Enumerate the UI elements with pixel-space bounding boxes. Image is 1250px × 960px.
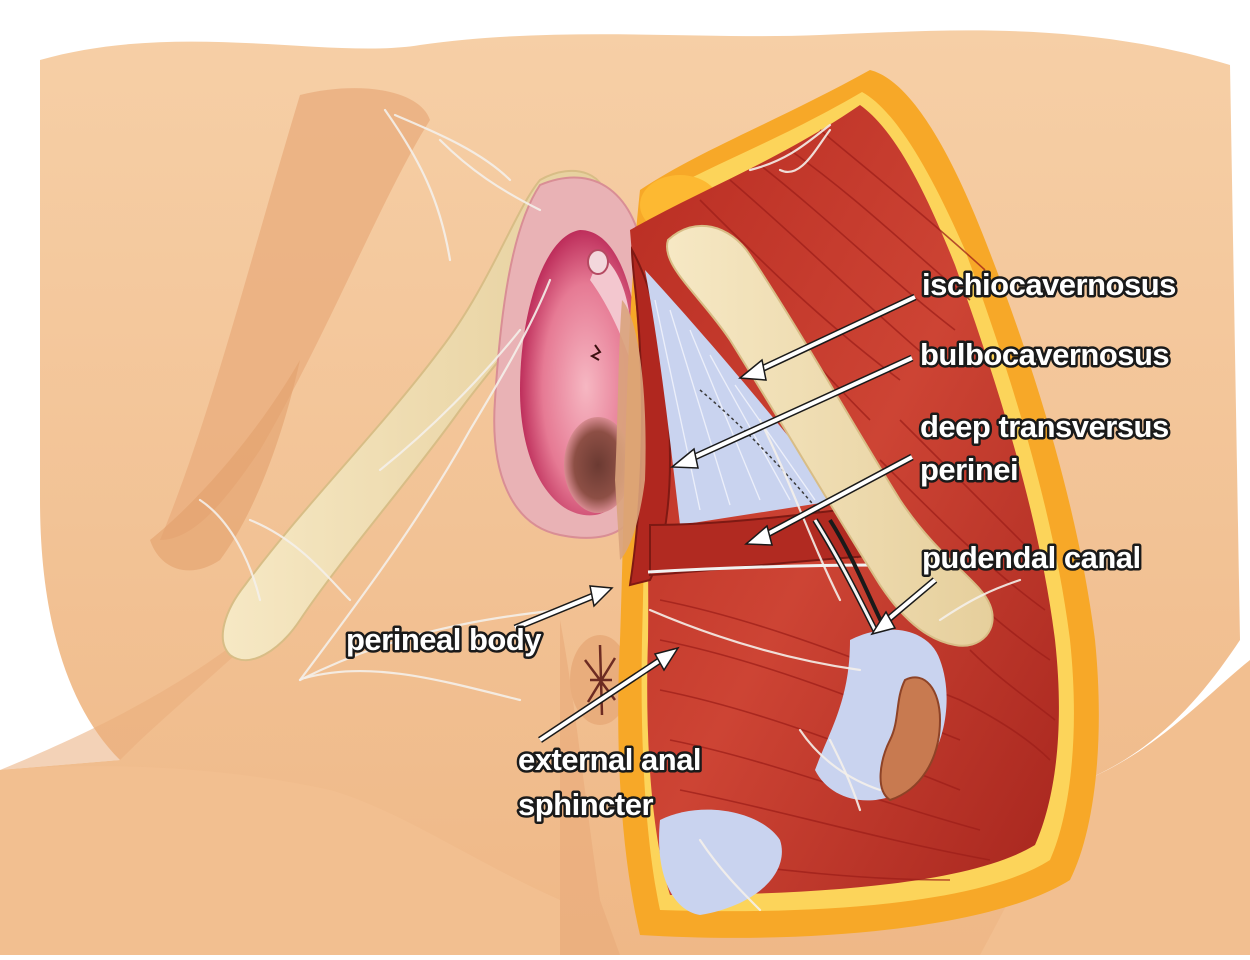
arrow-ischiocavernosus — [738, 293, 917, 381]
label-ischiocavernosus: ischiocavernosus — [922, 267, 1176, 302]
label-deep-transversus-line2: perinei — [920, 452, 1018, 487]
anal-sphincter-region — [659, 629, 947, 915]
arrow-bulbocavernosus — [669, 354, 914, 469]
labels: ischiocavernosus bulbocavernosus deep tr… — [344, 265, 1179, 825]
arrow-pudendal-canal — [870, 577, 938, 636]
vulva — [493, 176, 650, 539]
anus — [570, 635, 630, 725]
arrow-deep-transversus — [744, 453, 914, 546]
label-external-anal-line1: external anal — [518, 742, 701, 777]
label-external-anal-line2: sphincter — [518, 787, 653, 822]
label-pudendal-canal: pudendal canal — [922, 540, 1141, 575]
nerves — [198, 108, 1022, 912]
pointer-arrows — [513, 293, 938, 743]
label-perineal-body: perineal body — [346, 622, 542, 657]
arrow-perineal-body — [513, 585, 614, 632]
label-bulbocavernosus: bulbocavernosus — [920, 337, 1169, 372]
label-deep-transversus-line1: deep transversus — [920, 409, 1169, 444]
arrow-external-anal-sphincter — [538, 646, 680, 743]
